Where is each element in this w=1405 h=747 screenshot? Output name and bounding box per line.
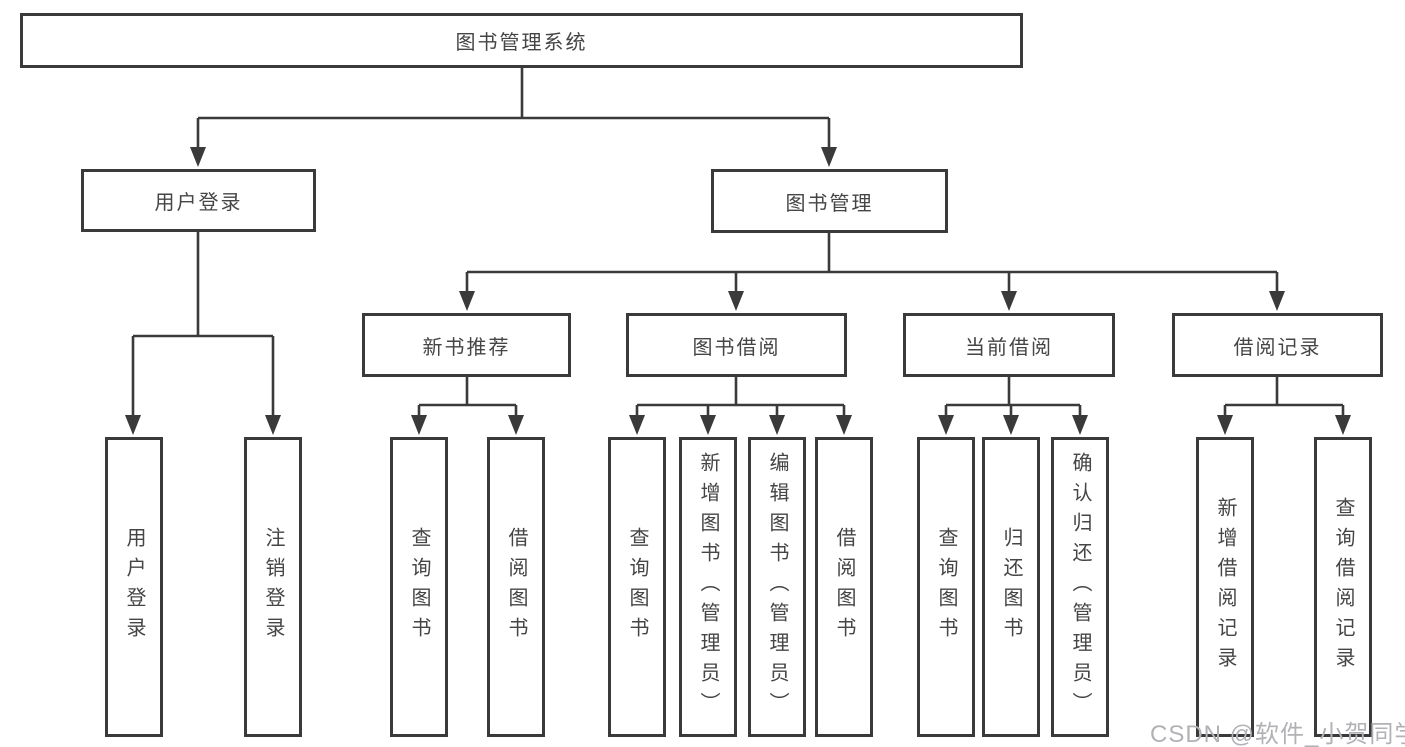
- node-current-borrowing: 当前借阅: [903, 313, 1115, 377]
- leaf-confirm-return-admin-label: 确认归还（管理员）: [1069, 452, 1091, 722]
- leaf-query-borrow-record-label: 查询借阅记录: [1332, 497, 1354, 677]
- connector-lines: [131, 68, 1345, 418]
- node-new-book-recommend: 新书推荐: [362, 313, 571, 377]
- node-book-management-label: 图书管理: [785, 192, 874, 215]
- leaf-logout-login-label: 注销登录: [262, 527, 284, 647]
- leaf-query-books-borrowing: 查询图书: [608, 437, 666, 737]
- leaf-borrow-books-recommend: 借阅图书: [487, 437, 545, 737]
- arrowhead-icons: [125, 147, 1351, 435]
- leaf-query-books-borrowing-label: 查询图书: [626, 527, 648, 647]
- leaf-borrow-books-recommend-label: 借阅图书: [505, 527, 527, 647]
- leaf-add-borrow-record-label: 新增借阅记录: [1214, 497, 1236, 677]
- node-borrowing-records-label: 借阅记录: [1233, 336, 1322, 359]
- node-library-system-label: 图书管理系统: [455, 32, 588, 54]
- leaf-query-books-current: 查询图书: [917, 437, 975, 737]
- node-current-borrowing-label: 当前借阅: [965, 336, 1053, 359]
- leaf-query-books-current-label: 查询图书: [935, 527, 957, 647]
- node-book-borrowing-label: 图书借阅: [692, 336, 781, 359]
- leaf-query-books-recommend: 查询图书: [390, 437, 448, 737]
- leaf-edit-book-admin-label: 编辑图书（管理员）: [766, 452, 788, 722]
- node-new-book-recommend-label: 新书推荐: [422, 336, 511, 359]
- leaf-user-login-label: 用户登录: [123, 527, 145, 647]
- leaf-add-book-admin-label: 新增图书（管理员）: [697, 452, 719, 722]
- leaf-add-borrow-record: 新增借阅记录: [1196, 437, 1254, 737]
- csdn-watermark: CSDN @软件_小贺同学: [1150, 721, 1405, 747]
- node-borrowing-records: 借阅记录: [1172, 313, 1383, 377]
- leaf-edit-book-admin: 编辑图书（管理员）: [748, 437, 806, 737]
- leaf-return-book: 归还图书: [982, 437, 1040, 737]
- leaf-confirm-return-admin: 确认归还（管理员）: [1051, 437, 1109, 737]
- node-user-login-group: 用户登录: [81, 169, 316, 232]
- node-library-system: 图书管理系统: [20, 13, 1023, 68]
- leaf-return-book-label: 归还图书: [1000, 527, 1022, 647]
- leaf-logout-login: 注销登录: [244, 437, 302, 737]
- leaf-add-book-admin: 新增图书（管理员）: [679, 437, 737, 737]
- leaf-borrow-books: 借阅图书: [815, 437, 873, 737]
- node-user-login-group-label: 用户登录: [154, 192, 243, 214]
- leaf-query-books-recommend-label: 查询图书: [408, 527, 430, 647]
- leaf-borrow-books-label: 借阅图书: [833, 527, 855, 647]
- node-book-management: 图书管理: [711, 169, 948, 233]
- leaf-query-borrow-record: 查询借阅记录: [1314, 437, 1372, 737]
- node-book-borrowing: 图书借阅: [626, 313, 847, 377]
- leaf-user-login: 用户登录: [105, 437, 163, 737]
